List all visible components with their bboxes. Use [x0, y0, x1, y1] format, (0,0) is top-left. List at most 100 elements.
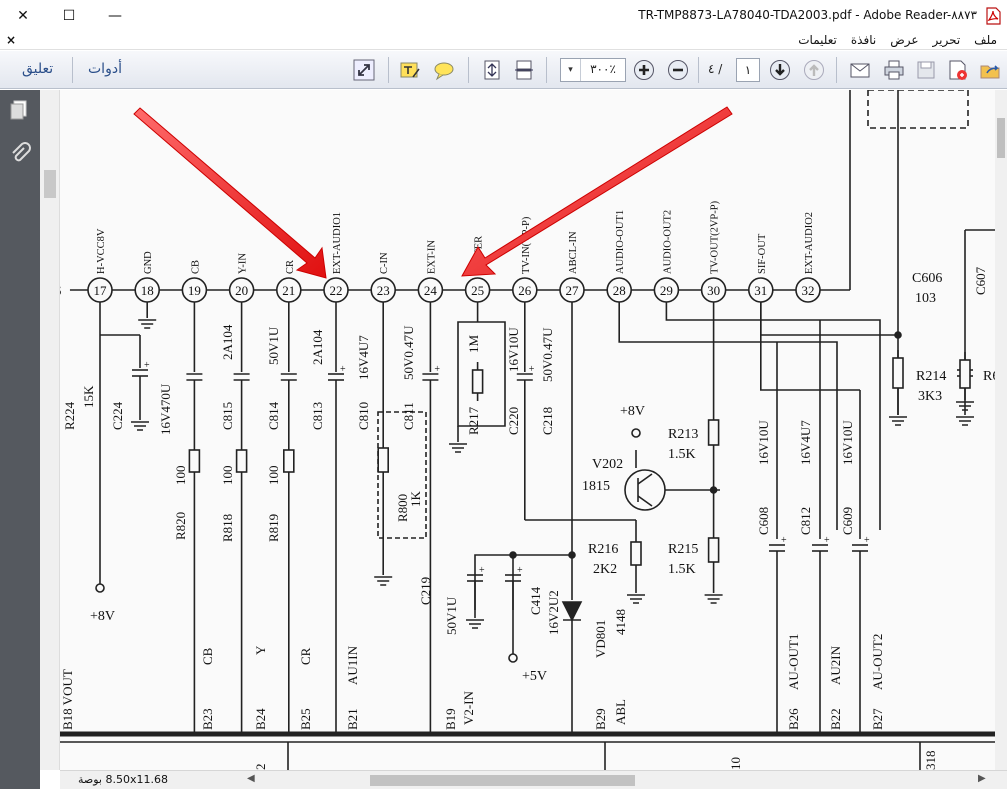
pin-number: 21 — [282, 283, 295, 298]
wire — [759, 302, 860, 391]
pin-number: 31 — [754, 283, 767, 298]
menu-view[interactable]: عرض — [890, 33, 919, 47]
schematic-label: R224 — [62, 401, 77, 430]
pin-number: 24 — [424, 283, 438, 298]
close-icon: ✕ — [17, 8, 29, 24]
print-button[interactable] — [882, 58, 906, 82]
page-total: ٤ / — [708, 62, 723, 76]
envelope-icon — [850, 63, 870, 78]
zoom-value[interactable]: ٣٠٠٪ — [590, 62, 616, 76]
schematic-label: C810 — [356, 402, 371, 430]
resistor — [892, 357, 904, 389]
zoom-in-button[interactable] — [632, 58, 656, 82]
schematic-label: R215 — [668, 542, 698, 557]
ground-symbol — [704, 594, 723, 604]
next-page-button[interactable] — [768, 58, 792, 82]
schematic-label: VD801 — [593, 620, 608, 658]
schematic-label: B29 — [593, 708, 608, 730]
schematic-label: C606 — [912, 271, 942, 286]
maximize-window-button[interactable]: ☐ — [46, 0, 92, 32]
schematic-label: +5V — [522, 669, 547, 684]
toolbar-separator — [546, 57, 547, 83]
junction — [568, 551, 576, 559]
resistor — [188, 449, 201, 473]
pin-number: 17 — [94, 283, 108, 298]
menu-help[interactable]: تعليمات — [798, 33, 837, 47]
attachments-paperclip-icon[interactable] — [8, 142, 32, 166]
sticky-note-button[interactable] — [432, 58, 456, 82]
resistor — [377, 447, 390, 473]
tools-pane-button[interactable]: أدوات — [88, 61, 122, 77]
dashed-block — [867, 90, 969, 129]
close-window-button[interactable]: ✕ — [0, 0, 46, 32]
vertical-scrollbar-thumb[interactable] — [997, 118, 1005, 158]
pin-label: H-VCC8V — [96, 228, 107, 274]
horizontal-scrollbar[interactable]: ◀ ▶ — [245, 773, 990, 787]
comment-pane-button[interactable]: تعليق — [22, 61, 54, 77]
scroll-right-arrow-icon[interactable]: ▶ — [978, 773, 986, 784]
create-pdf-button[interactable] — [946, 58, 970, 82]
page-thumbnails-icon[interactable] — [8, 98, 32, 122]
expand-button[interactable] — [352, 58, 376, 82]
pin-circle — [276, 277, 302, 303]
ground-symbol — [374, 576, 393, 586]
schematic-label: C220 — [506, 407, 521, 435]
minimize-icon: — — [108, 8, 122, 24]
page-number-input[interactable]: ١ — [736, 58, 760, 82]
pin-circle — [323, 277, 349, 303]
schematic-label: 16V4U7 — [356, 335, 371, 380]
pin-number: 28 — [613, 283, 626, 298]
pin-label: TV-IN(VP-P) — [521, 216, 532, 274]
highlight-text-button[interactable] — [398, 58, 422, 82]
menu-file[interactable]: ملف — [974, 33, 997, 47]
pin-label: AUDIO-OUT2 — [662, 210, 673, 274]
left-splitter-grip[interactable] — [44, 170, 56, 198]
ground-symbol — [131, 421, 149, 431]
left-splitter[interactable] — [40, 90, 60, 770]
polarity-mark: + — [824, 535, 830, 546]
pin-circle — [181, 277, 208, 303]
scroll-pages-icon — [515, 60, 533, 80]
pin-circle — [417, 277, 444, 303]
schematic-label: R818 — [220, 514, 235, 542]
menu-edit[interactable]: تحرير — [932, 33, 961, 47]
minimize-window-button[interactable]: — — [92, 0, 138, 32]
toolbar-separator — [468, 57, 469, 83]
schematic-label: AU-OUT2 — [870, 634, 885, 690]
schematic-label: 2A104 — [310, 329, 325, 365]
schematic-label: 16V10U — [756, 420, 771, 465]
pin-number: 19 — [188, 283, 201, 298]
vertical-scrollbar[interactable] — [995, 90, 1007, 770]
window-title: TR-TMP8873-LA78040-TDA2003.pdf - Adobe R… — [638, 8, 977, 22]
schematic-label: C814 — [266, 401, 281, 430]
email-button[interactable] — [848, 58, 872, 82]
transistor — [624, 469, 666, 511]
menu-window[interactable]: نافذة — [850, 33, 877, 47]
close-document-button[interactable]: × — [6, 33, 17, 47]
scroll-left-arrow-icon[interactable]: ◀ — [247, 773, 255, 784]
schematic-label: B18 VOUT — [60, 669, 75, 730]
fit-page-button[interactable] — [480, 58, 504, 82]
schematic-label: ABL — [613, 699, 628, 725]
terminal — [95, 583, 105, 593]
pin-label: AUDIO-OUT1 — [615, 210, 626, 274]
zoom-out-button[interactable] — [666, 58, 690, 82]
wire — [637, 473, 653, 485]
zoom-level-combobox[interactable]: ▾ ٣٠٠٪ — [560, 58, 626, 82]
save-button[interactable] — [914, 58, 938, 82]
horizontal-scrollbar-thumb[interactable] — [370, 775, 635, 786]
schematic-label: 2K2 — [593, 562, 617, 577]
toolbar-separator — [698, 57, 699, 83]
resistor — [707, 419, 720, 446]
schematic-label: C813 — [310, 402, 325, 430]
previous-page-button[interactable] — [802, 58, 826, 82]
zoom-in-icon — [634, 60, 654, 80]
scroll-mode-button[interactable] — [512, 58, 536, 82]
pin-label: CR — [285, 260, 296, 274]
resistor — [235, 449, 248, 473]
schematic-label: B24 — [253, 708, 268, 730]
share-button[interactable] — [978, 58, 1002, 82]
chevron-down-icon[interactable]: ▾ — [561, 59, 581, 81]
pin-circle — [60, 278, 70, 302]
schematic-label: R214 — [916, 369, 946, 384]
